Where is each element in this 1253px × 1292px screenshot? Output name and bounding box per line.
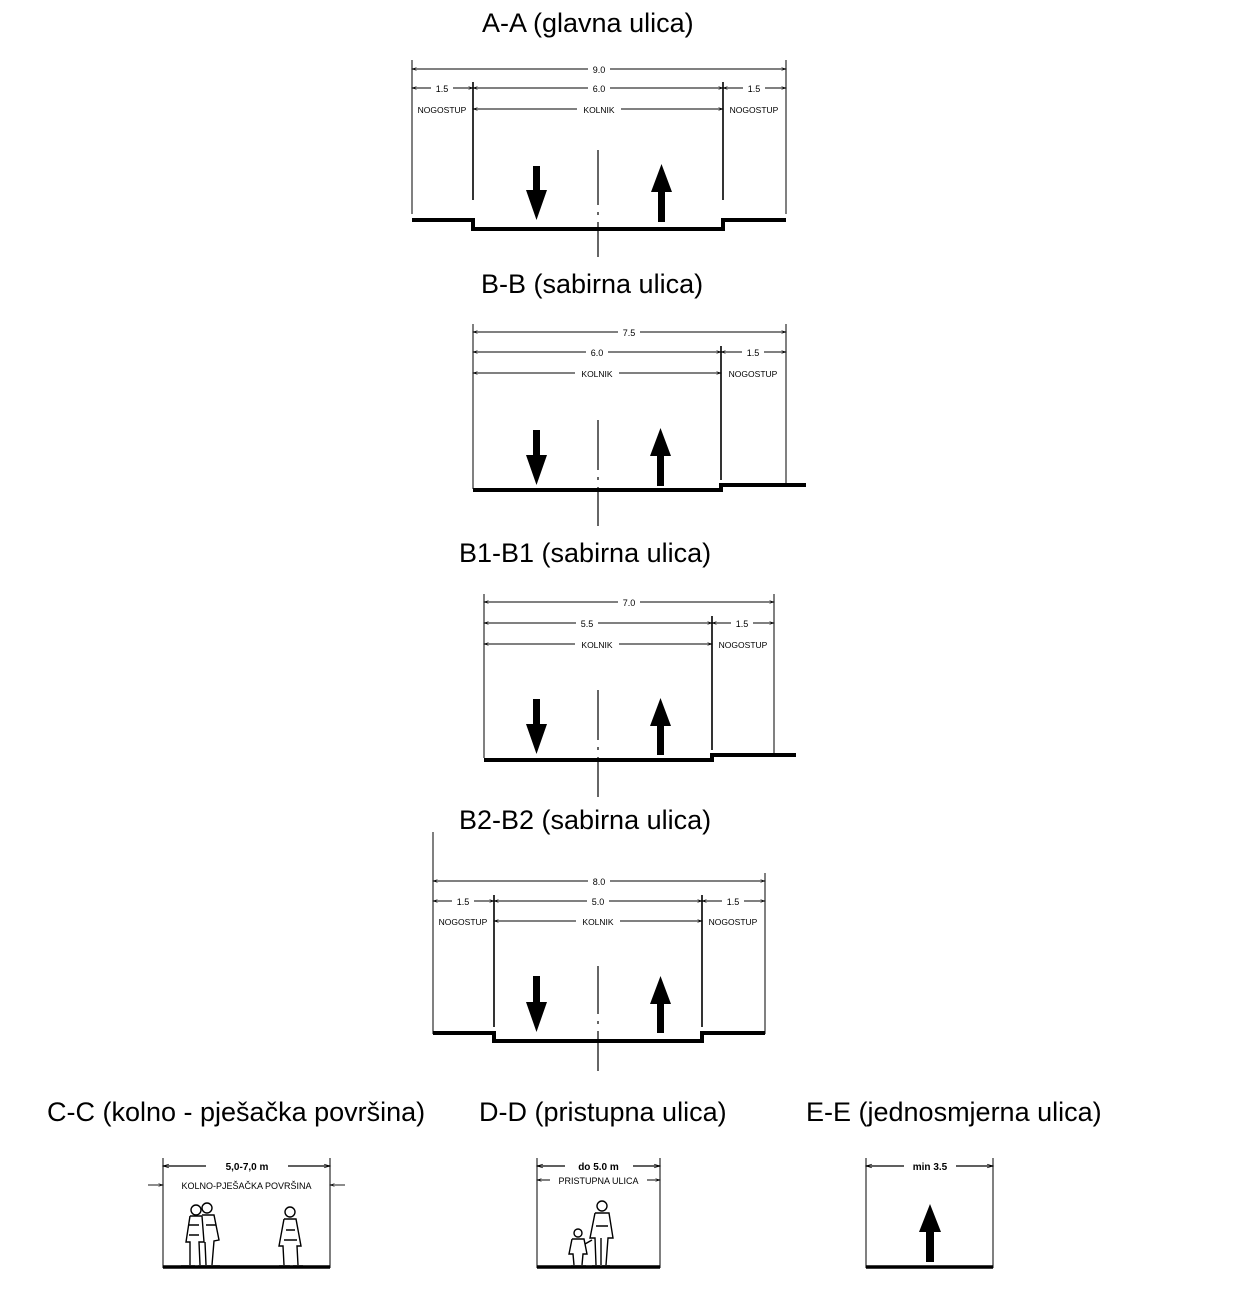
adult-pedestrian-icon xyxy=(589,1200,614,1267)
dimension-width: do 5.0 m xyxy=(578,1162,619,1173)
down-arrow-icon xyxy=(526,699,547,754)
down-arrow-icon xyxy=(526,976,547,1032)
ground-profile xyxy=(473,483,806,492)
pedestrian-icon xyxy=(278,1206,303,1267)
up-arrow-icon xyxy=(650,976,671,1033)
dimension-road: 6.0 xyxy=(591,348,604,358)
down-arrow-icon xyxy=(526,430,547,485)
section-c-c: 5,0-7,0 m KOLNO-PJEŠAČKA POVRŠINA xyxy=(148,1158,345,1269)
dimension-width: 5,0-7,0 m xyxy=(226,1162,269,1173)
dimension-right-walk: 1.5 xyxy=(736,619,749,629)
pedestrian-couple-icon xyxy=(181,1202,220,1267)
label-surface: PRISTUPNA ULICA xyxy=(558,1176,638,1186)
dimension-left-walk: 1.5 xyxy=(436,84,449,94)
section-title-b1-b1: B1-B1 (sabirna ulica) xyxy=(459,538,712,568)
dimension-total: 9.0 xyxy=(593,65,606,75)
up-arrow-icon xyxy=(650,698,671,755)
section-a-a: 9.0 1.5 6.0 1.5 NOGOSTUP KOLNIK NOGOSTUP xyxy=(411,60,787,257)
label-road: KOLNIK xyxy=(583,105,615,115)
dimension-left-walk: 1.5 xyxy=(457,897,470,907)
dimension-road: 6.0 xyxy=(593,84,606,94)
child-pedestrian-icon xyxy=(568,1228,593,1267)
section-title-a-a: A-A (glavna ulica) xyxy=(482,8,694,38)
section-d-d: do 5.0 m PRISTUPNA ULICA xyxy=(535,1158,662,1269)
section-b1-b1: 7.0 5.5 1.5 KOLNIK NOGOSTUP xyxy=(483,594,796,797)
dimension-right-walk: 1.5 xyxy=(748,84,761,94)
label-surface: KOLNO-PJEŠAČKA POVRŠINA xyxy=(181,1181,311,1191)
dimension-right-walk: 1.5 xyxy=(747,348,760,358)
label-right-walk: NOGOSTUP xyxy=(730,105,779,115)
up-arrow-icon xyxy=(650,428,671,486)
dimension-road: 5.0 xyxy=(592,897,605,907)
ground-profile xyxy=(412,218,786,231)
label-road: KOLNIK xyxy=(581,640,613,650)
label-right-walk: NOGOSTUP xyxy=(719,640,768,650)
section-b-b: 7.5 6.0 1.5 KOLNIK NOGOSTUP xyxy=(472,324,806,526)
up-arrow-icon xyxy=(919,1204,941,1262)
dimension-road: 5.5 xyxy=(581,619,594,629)
dimension-right-walk: 1.5 xyxy=(727,897,740,907)
label-left-walk: NOGOSTUP xyxy=(439,917,488,927)
label-road: KOLNIK xyxy=(582,917,614,927)
label-left-walk: NOGOSTUP xyxy=(418,105,467,115)
section-b2-b2: 8.0 1.5 5.0 1.5 NOGOSTUP KOLNIK NOGOSTUP xyxy=(432,832,766,1071)
up-arrow-icon xyxy=(651,164,672,222)
section-title-b2-b2: B2-B2 (sabirna ulica) xyxy=(459,805,712,835)
dimension-width: min 3.5 xyxy=(913,1162,948,1173)
dimension-total: 8.0 xyxy=(593,877,606,887)
label-right-walk: NOGOSTUP xyxy=(709,917,758,927)
section-e-e: min 3.5 xyxy=(864,1158,995,1269)
label-road: KOLNIK xyxy=(581,369,613,379)
ground-profile xyxy=(484,753,796,762)
section-title-d-d: D-D (pristupna ulica) xyxy=(479,1097,727,1127)
dimension-total: 7.0 xyxy=(623,598,636,608)
section-title-b-b: B-B (sabirna ulica) xyxy=(481,269,704,299)
section-title-e-e: E-E (jednosmjerna ulica) xyxy=(806,1097,1102,1127)
section-title-c-c: C-C (kolno - pješačka površina) xyxy=(47,1097,426,1127)
down-arrow-icon xyxy=(526,166,547,220)
ground-profile xyxy=(433,1031,765,1043)
dimension-total: 7.5 xyxy=(623,328,636,338)
label-right-walk: NOGOSTUP xyxy=(729,369,778,379)
